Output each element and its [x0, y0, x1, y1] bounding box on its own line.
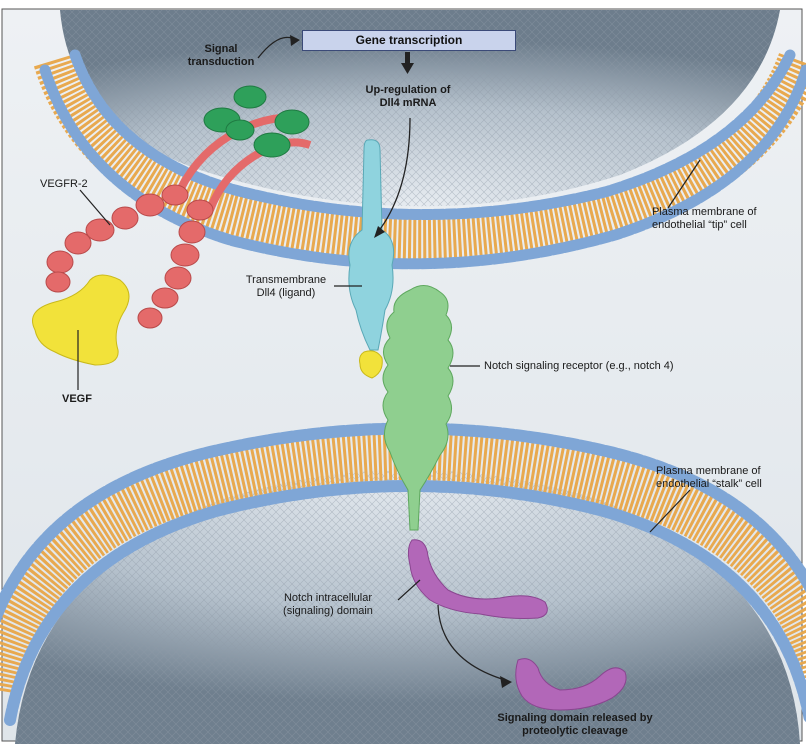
tip-membrane-line1: Plasma membrane of — [652, 206, 757, 219]
vegf-label: VEGF — [62, 393, 92, 406]
gene-transcription-box: Gene transcription — [302, 30, 516, 51]
upregulation-label-line1: Up-regulation of — [348, 84, 468, 97]
released-label-line1: Signaling domain released by — [470, 712, 680, 725]
nicd-label-line2: (signaling) domain — [258, 605, 398, 618]
dll4-label: Transmembrane Dll4 (ligand) — [236, 274, 336, 300]
gene-down-arrow — [405, 52, 410, 64]
signal-label-line2: transduction — [176, 56, 266, 69]
stalk-membrane-line2: endothelial “stalk” cell — [656, 478, 762, 491]
upregulation-label-line2: Dll4 mRNA — [348, 97, 468, 110]
stalk-membrane-line1: Plasma membrane of — [656, 465, 762, 478]
signal-label-line1: Signal — [176, 43, 266, 56]
vegfr2-label: VEGFR-2 — [40, 178, 88, 191]
dll4-label-line2: Dll4 (ligand) — [236, 287, 336, 300]
tip-membrane-label: Plasma membrane of endothelial “tip” cel… — [652, 206, 757, 232]
nicd-label: Notch intracellular (signaling) domain — [258, 592, 398, 618]
released-label-line2: proteolytic cleavage — [470, 725, 680, 738]
released-label: Signaling domain released by proteolytic… — [470, 712, 680, 738]
dll4-label-line1: Transmembrane — [236, 274, 336, 287]
signal-transduction-label: Signal transduction — [176, 43, 266, 69]
notch-receptor-label: Notch signaling receptor (e.g., notch 4) — [484, 360, 674, 373]
tip-membrane-line2: endothelial “tip” cell — [652, 219, 757, 232]
nicd-label-line1: Notch intracellular — [258, 592, 398, 605]
stalk-membrane-label: Plasma membrane of endothelial “stalk” c… — [656, 465, 762, 491]
upregulation-label: Up-regulation of Dll4 mRNA — [348, 84, 468, 110]
